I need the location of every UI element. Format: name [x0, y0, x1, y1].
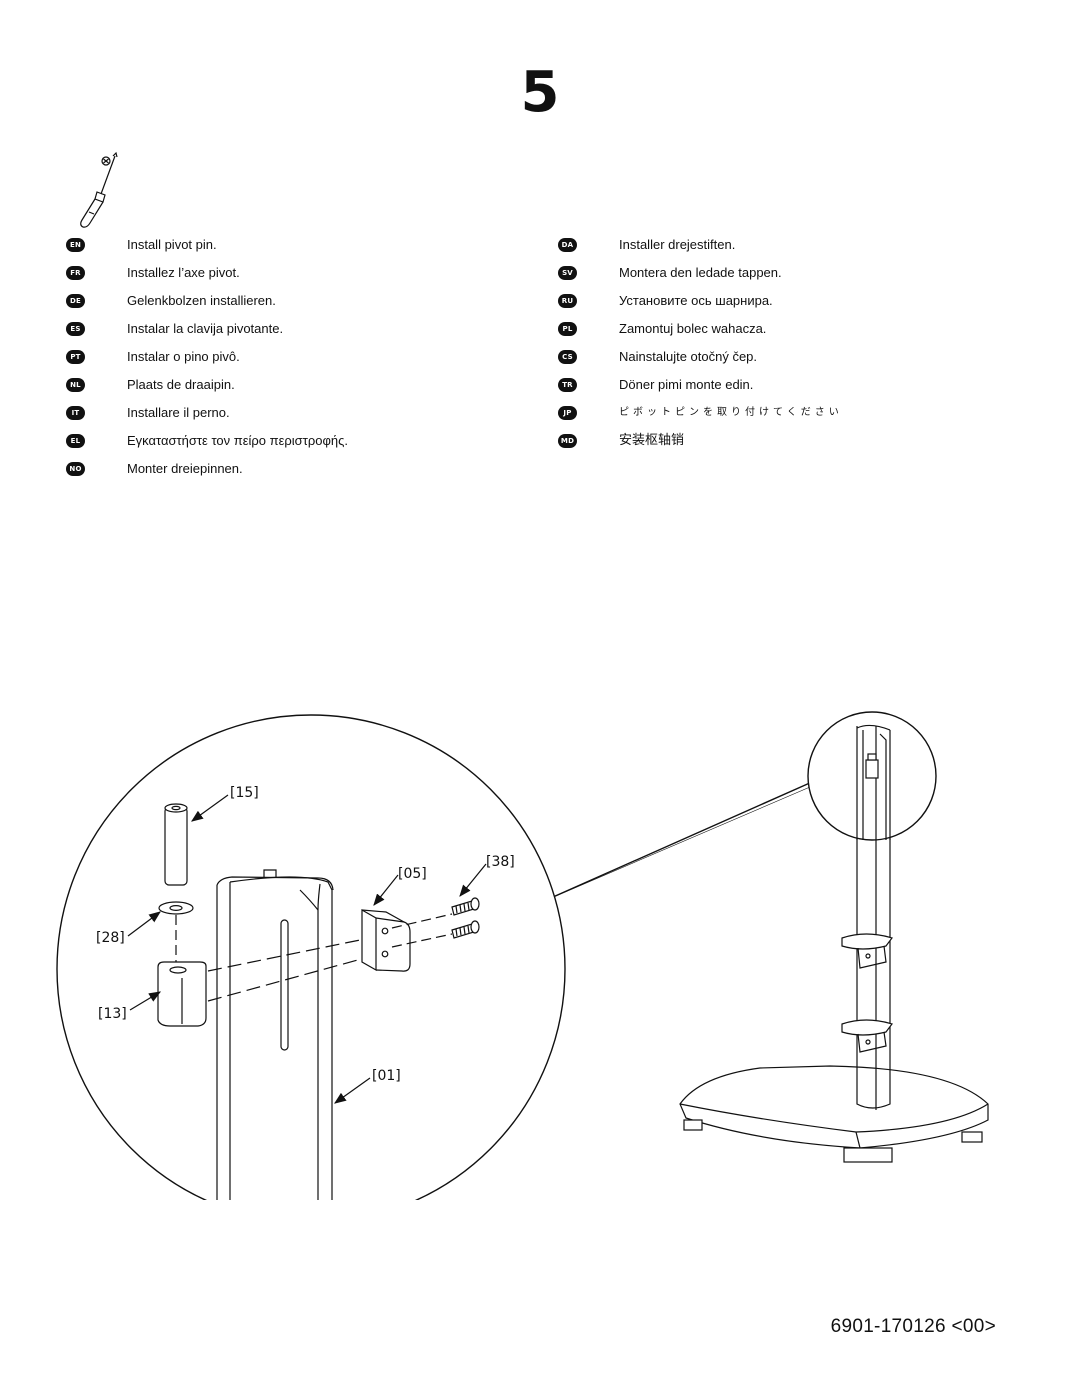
instruction-text: Gelenkbolzen installieren.	[127, 293, 276, 308]
assembly-illustration: [15] [05] [38] [28] [13] [01]	[0, 700, 1080, 1224]
language-badge: EN	[66, 238, 85, 252]
instruction-text: Instalar o pino pivô.	[127, 349, 240, 364]
part-label-15: [15]	[230, 785, 259, 801]
detail-callout-connector	[534, 781, 818, 906]
language-badge: PT	[66, 350, 85, 364]
instruction-text: Installez l’axe pivot.	[127, 265, 240, 280]
stand-overview	[679, 726, 989, 1163]
language-badge: FR	[66, 266, 85, 280]
language-badge: NO	[66, 462, 85, 476]
instruction-en: EN Install pivot pin.	[66, 236, 506, 264]
instruction-tr: TR Döner pimi monte edin.	[558, 376, 998, 404]
instruction-ru: RU Установите ось шарнира.	[558, 292, 998, 320]
instructions-left-column: EN Install pivot pin. FR Installez l’axe p…	[66, 236, 506, 488]
instruction-sv: SV Montera den ledade tappen.	[558, 264, 998, 292]
language-badge: NL	[66, 378, 85, 392]
document-code: 6901-170126 <00>	[830, 1316, 996, 1337]
instructions-right-column: DA Installer drejestiften. SV Montera den …	[558, 236, 998, 460]
language-badge: EL	[66, 434, 85, 448]
small-detail-circle	[807, 711, 937, 841]
instruction-text: Instalar la clavija pivotante.	[127, 321, 284, 336]
instruction-text: Installer drejestiften.	[619, 237, 736, 252]
instruction-text: Döner pimi monte edin.	[619, 377, 754, 392]
instruction-text: Plaats de draaipin.	[127, 377, 235, 392]
language-badge: TR	[558, 378, 577, 392]
instruction-nl: NL Plaats de draaipin.	[66, 376, 506, 404]
language-badge: ES	[66, 322, 85, 336]
instruction-text: ピボットピンを取り付けてください	[619, 407, 843, 418]
detail-circle: [15] [05] [38] [28] [13] [01]	[56, 714, 566, 1224]
language-badge: CS	[558, 350, 577, 364]
instruction-es: ES Instalar la clavija pivotante.	[66, 320, 506, 348]
instruction-text: Install pivot pin.	[127, 237, 217, 252]
language-badge: SV	[558, 266, 577, 280]
part-label-38: [38]	[486, 854, 515, 870]
part-label-28: [28]	[96, 930, 125, 946]
instruction-no: NO Monter dreiepinnen.	[66, 460, 506, 488]
language-badge: PL	[558, 322, 577, 336]
language-badge: DE	[66, 294, 85, 308]
instruction-cs: CS Nainstalujte otočný čep.	[558, 348, 998, 376]
instruction-jp: JP ピボットピンを取り付けてください	[558, 404, 998, 432]
instruction-text: 安装枢轴销	[619, 433, 685, 448]
instruction-text: Εγκαταστήστε τον πείρο περιστροφής.	[127, 433, 348, 448]
instruction-text: Installare il perno.	[127, 405, 230, 420]
instruction-text: Montera den ledade tappen.	[619, 265, 782, 280]
instruction-fr: FR Installez l’axe pivot.	[66, 264, 506, 292]
part-label-13: [13]	[98, 1006, 127, 1022]
instruction-text: Nainstalujte otočný čep.	[619, 349, 758, 364]
instruction-pt: PT Instalar o pino pivô.	[66, 348, 506, 376]
instruction-de: DE Gelenkbolzen installieren.	[66, 292, 506, 320]
screwdriver-icon	[70, 150, 130, 230]
language-badge: RU	[558, 294, 577, 308]
language-badge: DA	[558, 238, 577, 252]
instruction-text: Установите ось шарнира.	[619, 293, 773, 308]
instruction-da: DA Installer drejestiften.	[558, 236, 998, 264]
instruction-el: EL Εγκαταστήστε τον πείρο περιστροφής.	[66, 432, 506, 460]
instruction-md: MD 安装枢轴销	[558, 432, 998, 460]
instruction-pl: PL Zamontuj bolec wahacza.	[558, 320, 998, 348]
language-badge: IT	[66, 406, 85, 420]
instruction-text: Monter dreiepinnen.	[127, 461, 243, 476]
language-badge: JP	[558, 406, 577, 420]
instruction-text: Zamontuj bolec wahacza.	[619, 321, 767, 336]
step-number: 5	[520, 60, 560, 125]
part-label-01: [01]	[372, 1068, 401, 1084]
language-badge: MD	[558, 434, 577, 448]
part-label-05: [05]	[398, 866, 427, 882]
instruction-it: IT Installare il perno.	[66, 404, 506, 432]
